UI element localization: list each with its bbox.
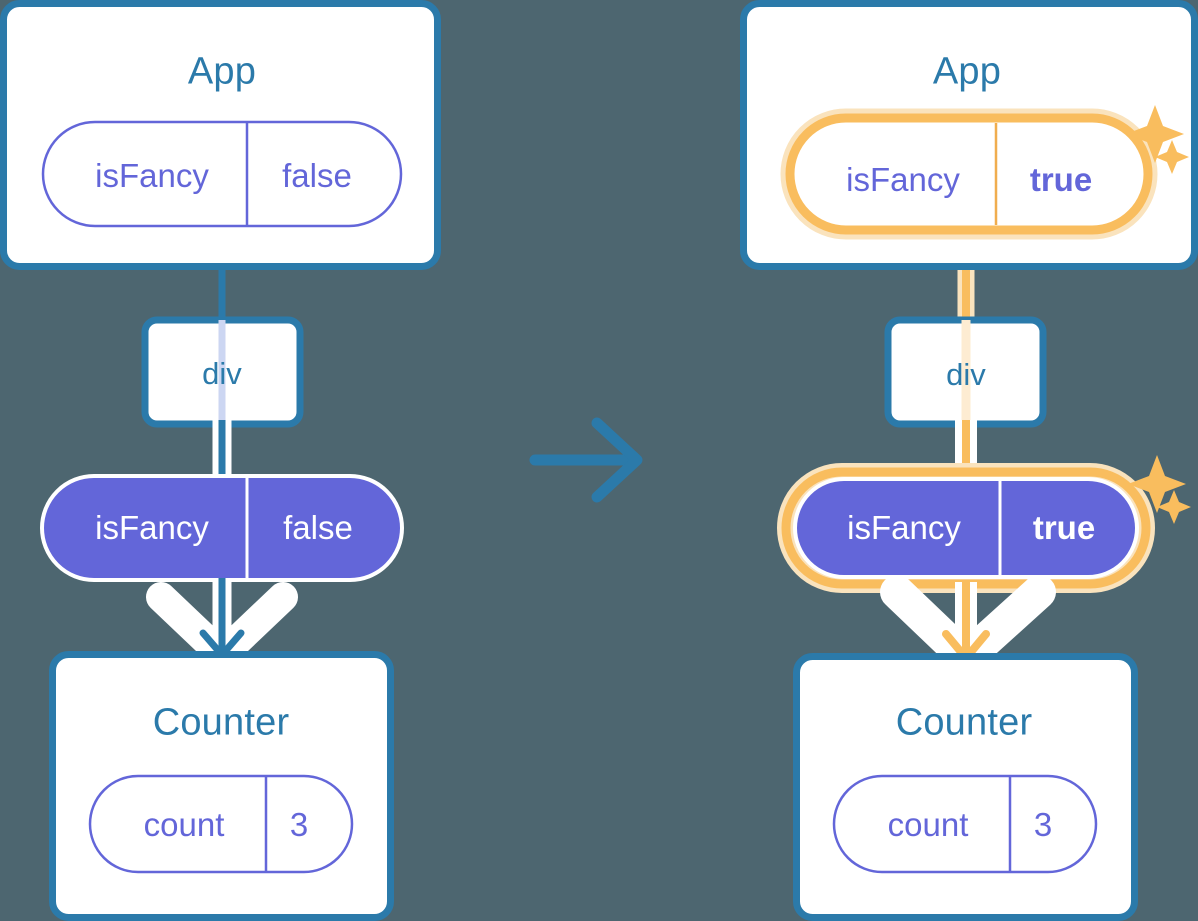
arrow-prop-to-counter-before xyxy=(146,578,298,670)
prop-pill-before xyxy=(40,474,404,582)
counter-state-pill-before xyxy=(88,774,354,874)
div-card-before xyxy=(141,316,304,428)
sparkle-large-icon-app xyxy=(1126,105,1184,163)
app-state-pill-before xyxy=(41,120,403,228)
sparkle-large-icon-prop xyxy=(1128,455,1186,513)
sparkle-small-icon-app xyxy=(1155,140,1189,174)
app-state-pill-after xyxy=(780,108,1158,240)
div-card-after xyxy=(884,316,1047,428)
counter-state-pill-after xyxy=(832,774,1098,874)
prop-pill-after xyxy=(777,463,1155,593)
transition-arrow-icon xyxy=(529,417,643,503)
arrow-prop-to-counter-after xyxy=(880,575,1056,675)
sparkle-small-icon-prop xyxy=(1157,490,1191,524)
